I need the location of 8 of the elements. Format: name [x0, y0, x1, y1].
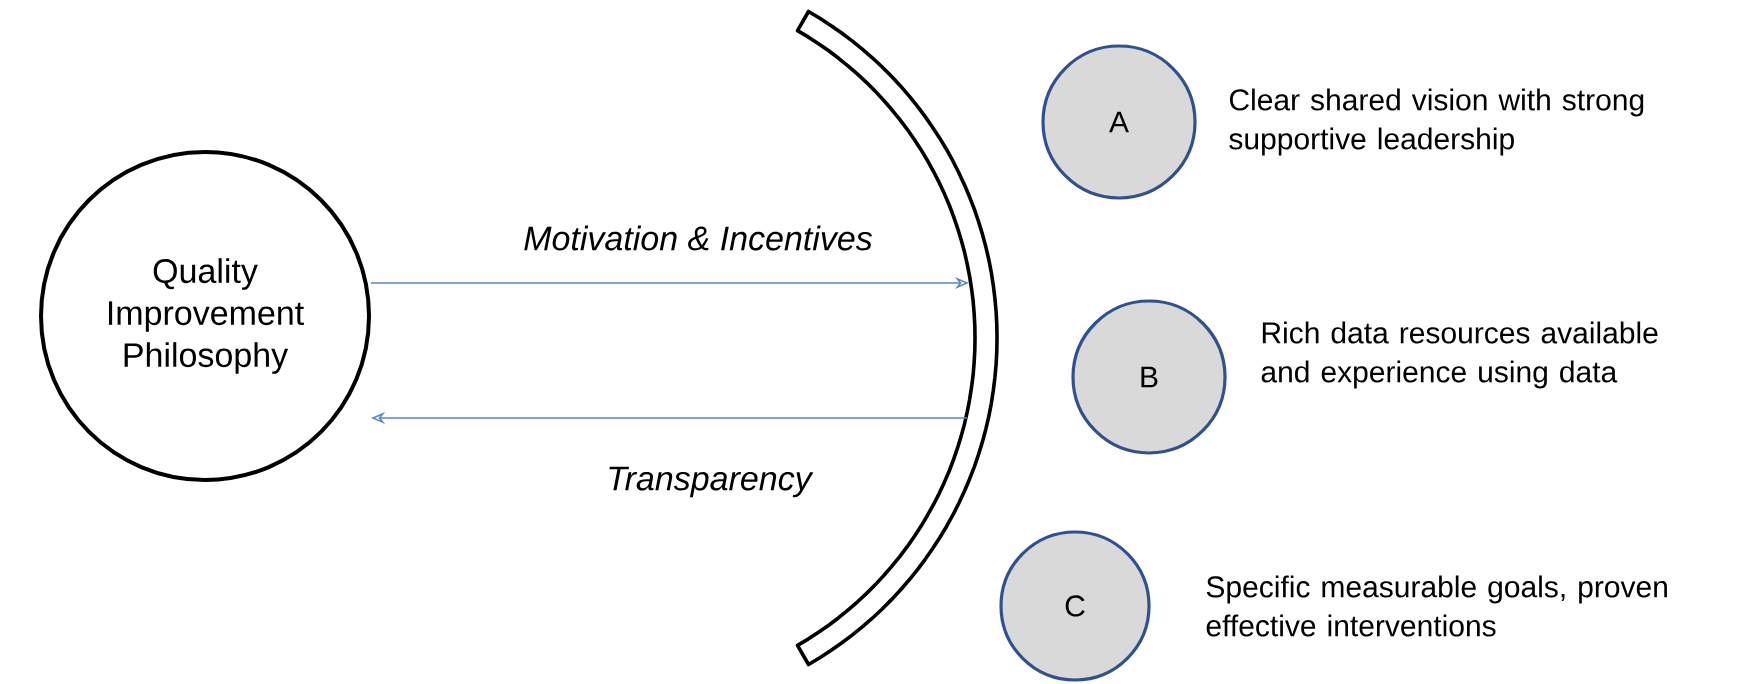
- edge-label: Transparency: [609, 466, 814, 498]
- circle-node: C: [999, 530, 1151, 682]
- edge-label: Motivation & Incentives: [524, 225, 873, 251]
- circle-node: B: [1071, 299, 1227, 455]
- description-text: Rich data resources available and experience using data: [1261, 321, 1658, 389]
- description-text: Specific measurable goals, proven effective interventions: [1206, 575, 1667, 637]
- description-text: Clear shared vision with strong supportive leadership: [1229, 88, 1644, 156]
- circle-node: A: [1041, 44, 1197, 200]
